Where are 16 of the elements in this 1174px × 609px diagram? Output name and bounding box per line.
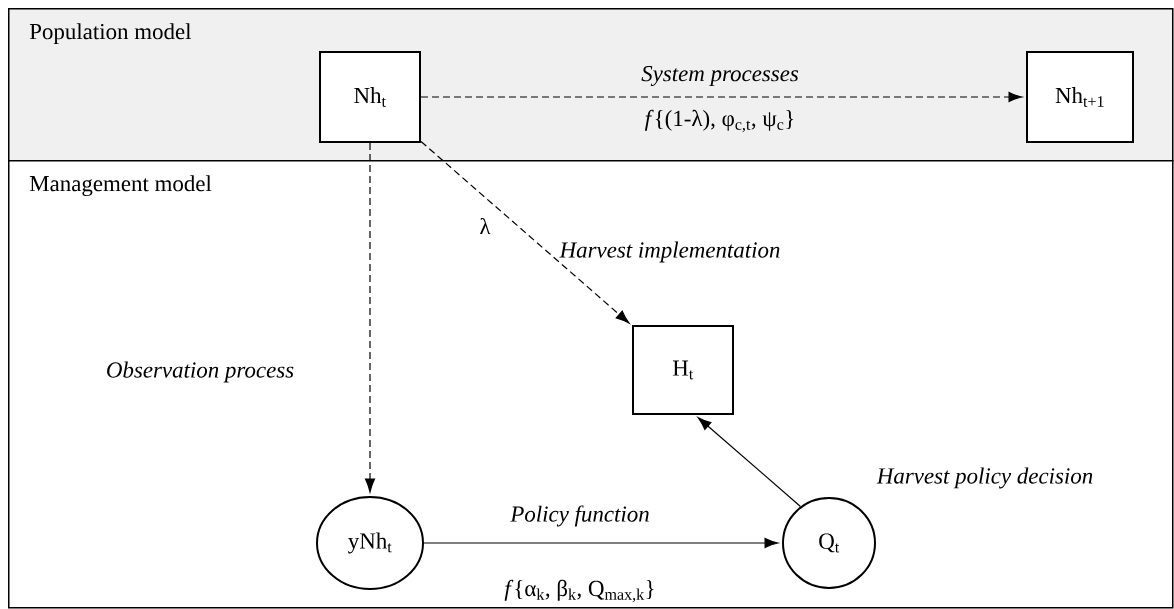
edge-label: Harvest policy decision [876,467,1093,489]
arrow [364,142,376,493]
state-box: H$_{t}$ [632,325,734,415]
edge-label: Harvest implementation [559,241,780,263]
edge-label: Policy function [510,505,649,527]
arrow [423,537,779,549]
arrow [697,417,802,508]
state-box: Nh$_{t+1}$ [1026,51,1134,143]
edge-label: Observation process [107,361,294,383]
arrow [420,91,1023,103]
parameter-label: λ [480,217,491,235]
parameter-label: f{(1-λ), φ$_{c,t}$, ψ$_{c}$} [644,109,794,133]
arrow [420,140,630,324]
state-box: Nh$_{t}$ [319,51,421,143]
edge-label: System processes [641,65,799,87]
parameter-label: f{α$_{k}$, β$_{k}$, Q$_{max,k}$} [504,579,654,603]
